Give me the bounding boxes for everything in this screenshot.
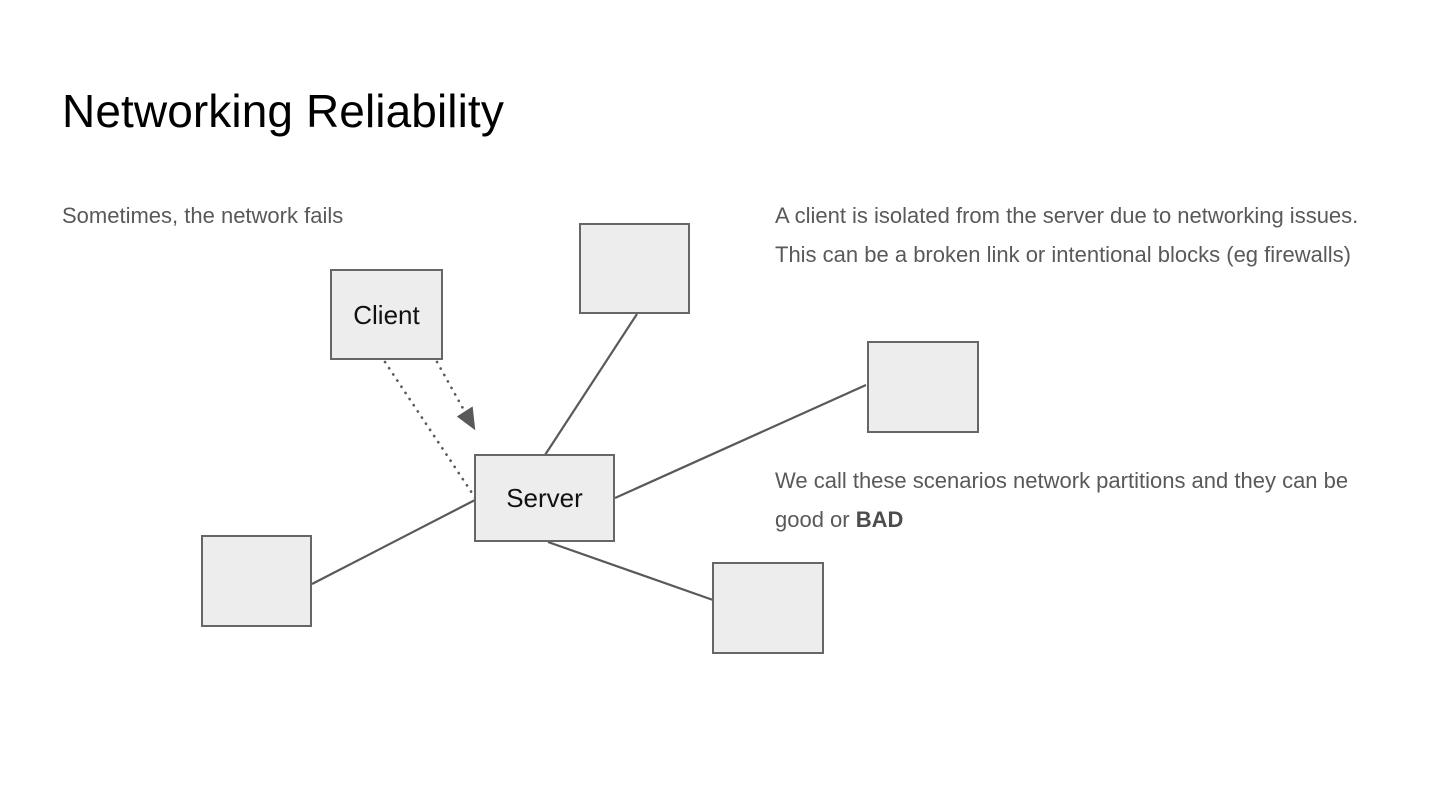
left-caption-text: Sometimes, the network fails (62, 203, 344, 228)
node-peer-right[interactable] (867, 341, 979, 433)
link-server-peer-right (614, 383, 867, 500)
link-server-peer-bottom-left (311, 499, 476, 585)
paragraph-partitions-emphasis: BAD (855, 507, 904, 532)
node-server-label: Server (506, 483, 583, 513)
link-client-server-dotted (383, 360, 478, 501)
right-paragraph-isolation: A client is isolated from the server due… (775, 203, 1359, 267)
node-peer-bottom-middle[interactable] (712, 562, 824, 654)
node-client[interactable]: Client (330, 269, 443, 360)
link-server-peer-bottom-middle (547, 540, 714, 602)
page-title: Networking Reliability (62, 85, 504, 137)
paragraph-partitions-prefix: We call these scenarios network partitio… (775, 468, 1349, 532)
link-server-peer-top (544, 313, 638, 456)
link-client-server-blocked-arrow (435, 360, 476, 431)
node-peer-top[interactable] (579, 223, 690, 314)
node-server[interactable]: Server (474, 454, 615, 542)
node-peer-bottom-left[interactable] (201, 535, 312, 627)
right-paragraph-partitions: We call these scenarios network partitio… (775, 461, 1375, 539)
node-client-label: Client (353, 299, 420, 330)
